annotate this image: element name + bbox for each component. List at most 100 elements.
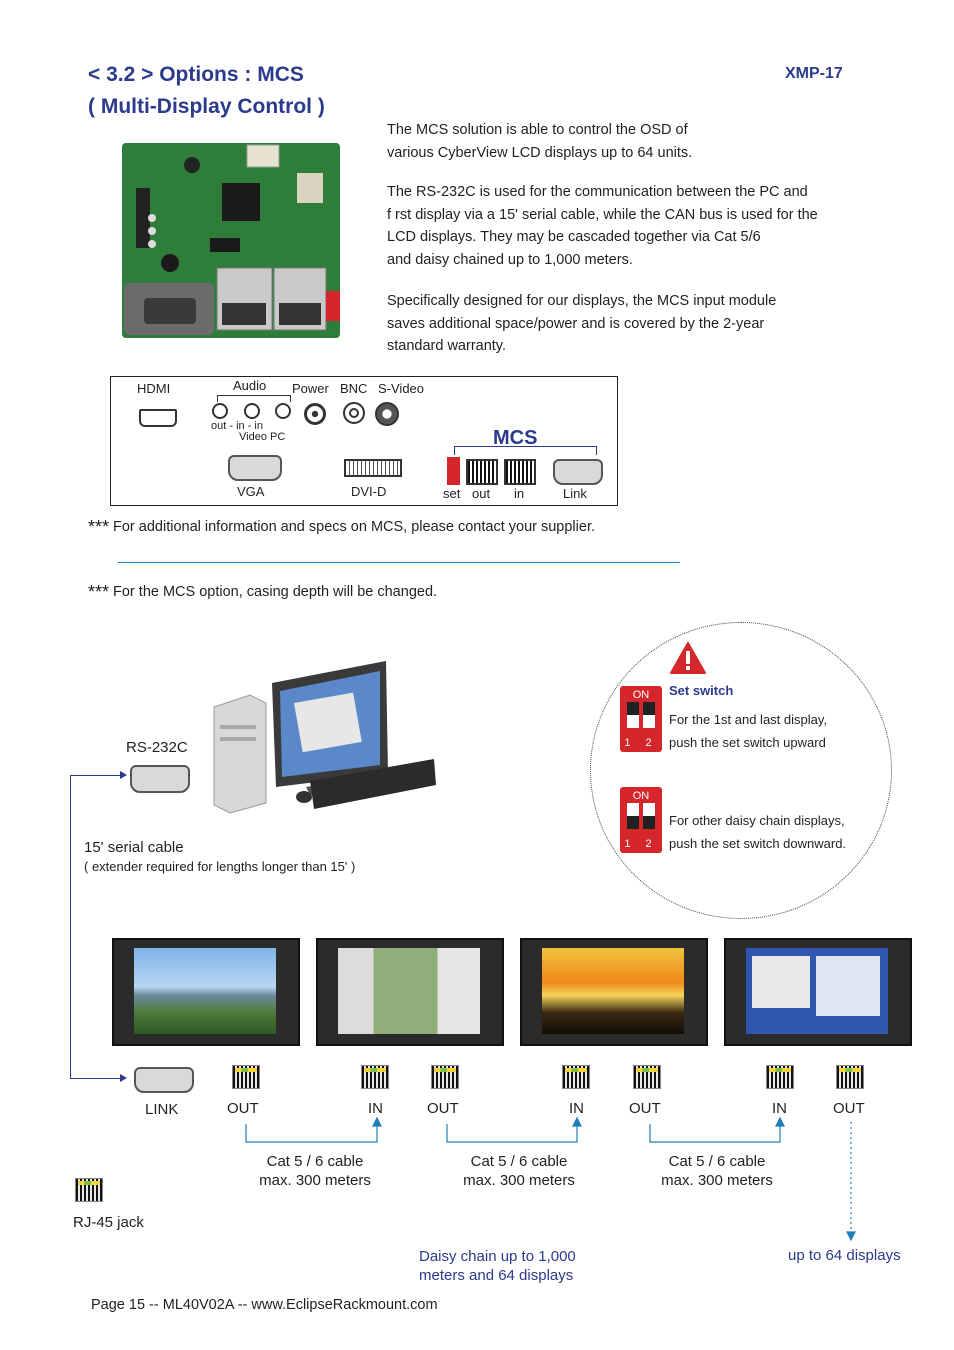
- intro-p3-line2: saves additional space/power and is cove…: [387, 315, 765, 332]
- bnc-label: BNC: [340, 381, 368, 396]
- switch-down-key-2: [643, 803, 655, 829]
- power-label: Power: [292, 381, 329, 396]
- intro-p2-line1: The RS-232C is used for the communicatio…: [387, 184, 808, 200]
- display-3-out-jack-icon: [633, 1065, 661, 1089]
- in-label-1: IN: [368, 1100, 383, 1117]
- switch-up-key-1-slider: [627, 702, 639, 715]
- mcs-out-port-icon: [466, 459, 498, 485]
- display-4: [724, 938, 912, 1046]
- display-1-out-jack-icon: [232, 1065, 260, 1089]
- warning-triangle: [670, 642, 706, 674]
- vga-port-icon: [228, 455, 282, 481]
- display-3: [520, 938, 708, 1046]
- set-switch-icon: [447, 457, 460, 485]
- intro-p3-line3: standard warranty.: [387, 338, 507, 354]
- warning-icon: [670, 642, 706, 674]
- display-2-out-jack-icon: [431, 1065, 459, 1089]
- serial-cable-line-bottom: [70, 1078, 122, 1079]
- audio-sub-label-2: Video PC: [239, 431, 286, 443]
- out-label-2: OUT: [427, 1100, 459, 1117]
- note-1: ***For additional information and specs …: [88, 517, 595, 538]
- switch-down-on-label: ON: [632, 790, 650, 802]
- intro-p1-line2: various CyberView LCD displays up to 64 …: [387, 144, 693, 161]
- mcs-board-drawing: [122, 143, 340, 338]
- display-1: [112, 938, 300, 1046]
- audio-in-pc-jack-icon: [275, 403, 291, 419]
- out-label: out: [472, 486, 491, 501]
- serial-cable-arrow-bottom: [120, 1074, 127, 1082]
- dvid-label: DVI-D: [351, 484, 387, 499]
- display-4-screen: [746, 948, 888, 1034]
- cable-2-line2: max. 300 meters: [463, 1172, 575, 1189]
- in-label-3: IN: [772, 1100, 787, 1117]
- daisy-chain-line2: meters and 64 displays: [419, 1267, 574, 1284]
- display-2-screen: [338, 948, 480, 1034]
- divider-line: [118, 562, 680, 563]
- audio-bracket: [217, 395, 291, 402]
- page-footer: Page 15 -- ML40V02A -- www.EclipseRackmo…: [91, 1297, 438, 1313]
- cable-2-label: Cat 5 / 6 cable max. 300 meters: [455, 1152, 583, 1190]
- switch-up-key-2: [643, 702, 655, 728]
- vga-label: VGA: [237, 484, 265, 499]
- page-title-line2: ( Multi-Display Control ): [88, 95, 325, 118]
- intro-p2-line2: f rst display via a 15' serial cable, wh…: [387, 206, 818, 223]
- link-serial-port-icon: [134, 1067, 194, 1093]
- daisy-chain-note: Daisy chain up to 1,000 meters and 64 di…: [419, 1247, 576, 1285]
- out-label-4: OUT: [833, 1100, 865, 1117]
- audio-label: Audio: [233, 378, 267, 393]
- display-3-screen: [542, 948, 684, 1034]
- audio-sub-label: out - in - in: [211, 420, 263, 432]
- computer-drawing: [213, 661, 436, 814]
- switch-up-on-label: ON: [632, 689, 650, 701]
- switch-up-key-2-slider: [643, 702, 655, 715]
- serial-cable-line-top: [70, 775, 122, 776]
- cable-3-label: Cat 5 / 6 cable max. 300 meters: [653, 1152, 781, 1190]
- audio-in-video-jack-icon: [244, 403, 260, 419]
- mcs-board-image: [122, 143, 340, 338]
- connector-panel: HDMI Audio out - in - in Video PC Power …: [110, 376, 618, 506]
- bnc-connector-icon: [343, 402, 365, 424]
- extender-note: ( extender required for lengths longer t…: [84, 859, 356, 874]
- svideo-connector-icon: [375, 402, 399, 426]
- mcs-bracket: [454, 446, 597, 455]
- rj45-legend-icon: [75, 1178, 103, 1202]
- pc-serial-port-icon: [130, 765, 190, 793]
- daisy-chain-line1: Daisy chain up to 1,000: [419, 1248, 576, 1265]
- switch-up-numbers: 1 2: [624, 737, 658, 749]
- switch-down-key-1-slider: [627, 816, 639, 829]
- display-4-panel: [816, 956, 880, 1016]
- intro-p2-line4: and daisy chained up to 1,000 meters.: [387, 251, 633, 268]
- hdmi-label: HDMI: [137, 381, 171, 396]
- hdmi-port-icon: [139, 409, 177, 427]
- link-port-icon: [553, 459, 603, 485]
- note-1-stars: ***: [88, 517, 110, 537]
- note-2-stars: ***: [88, 582, 110, 602]
- note-2: ***For the MCS option, casing depth will…: [88, 582, 437, 603]
- display-4-out-jack-icon: [836, 1065, 864, 1089]
- model-label: XMP-17: [785, 65, 843, 82]
- switch-up-icon: ON 1 2: [620, 686, 662, 752]
- mcs-in-port-icon: [504, 459, 536, 485]
- switch-up-key-1: [627, 702, 639, 728]
- display-1-in-jack-icon: [361, 1065, 389, 1089]
- out-label-3: OUT: [629, 1100, 661, 1117]
- display-4-window: [752, 956, 810, 1008]
- svideo-label: S-Video: [378, 381, 425, 396]
- switch-down-numbers: 1 2: [624, 838, 658, 850]
- first-last-text-l1: For the 1st and last display,: [669, 712, 828, 727]
- dvid-port-icon: [344, 459, 402, 477]
- note-2-text: For the MCS option, casing depth will be…: [113, 584, 438, 600]
- serial-cable-arrow-top: [120, 771, 127, 779]
- cable-3-line2: max. 300 meters: [661, 1172, 773, 1189]
- switch-down-key-2-slider: [643, 816, 655, 829]
- cable-2-line1: Cat 5 / 6 cable: [470, 1153, 568, 1170]
- switch-info-circle: [590, 622, 892, 919]
- note-1-text: For additional information and specs on …: [113, 519, 595, 535]
- first-last-text-l2: push the set switch upward: [669, 735, 826, 750]
- serial-cable-line-vertical: [70, 775, 71, 1078]
- rs232c-label: RS-232C: [126, 739, 188, 756]
- other-displays-text-l2: push the set switch downward.: [669, 836, 847, 851]
- display-2-in-jack-icon: [562, 1065, 590, 1089]
- in-label-2: IN: [569, 1100, 584, 1117]
